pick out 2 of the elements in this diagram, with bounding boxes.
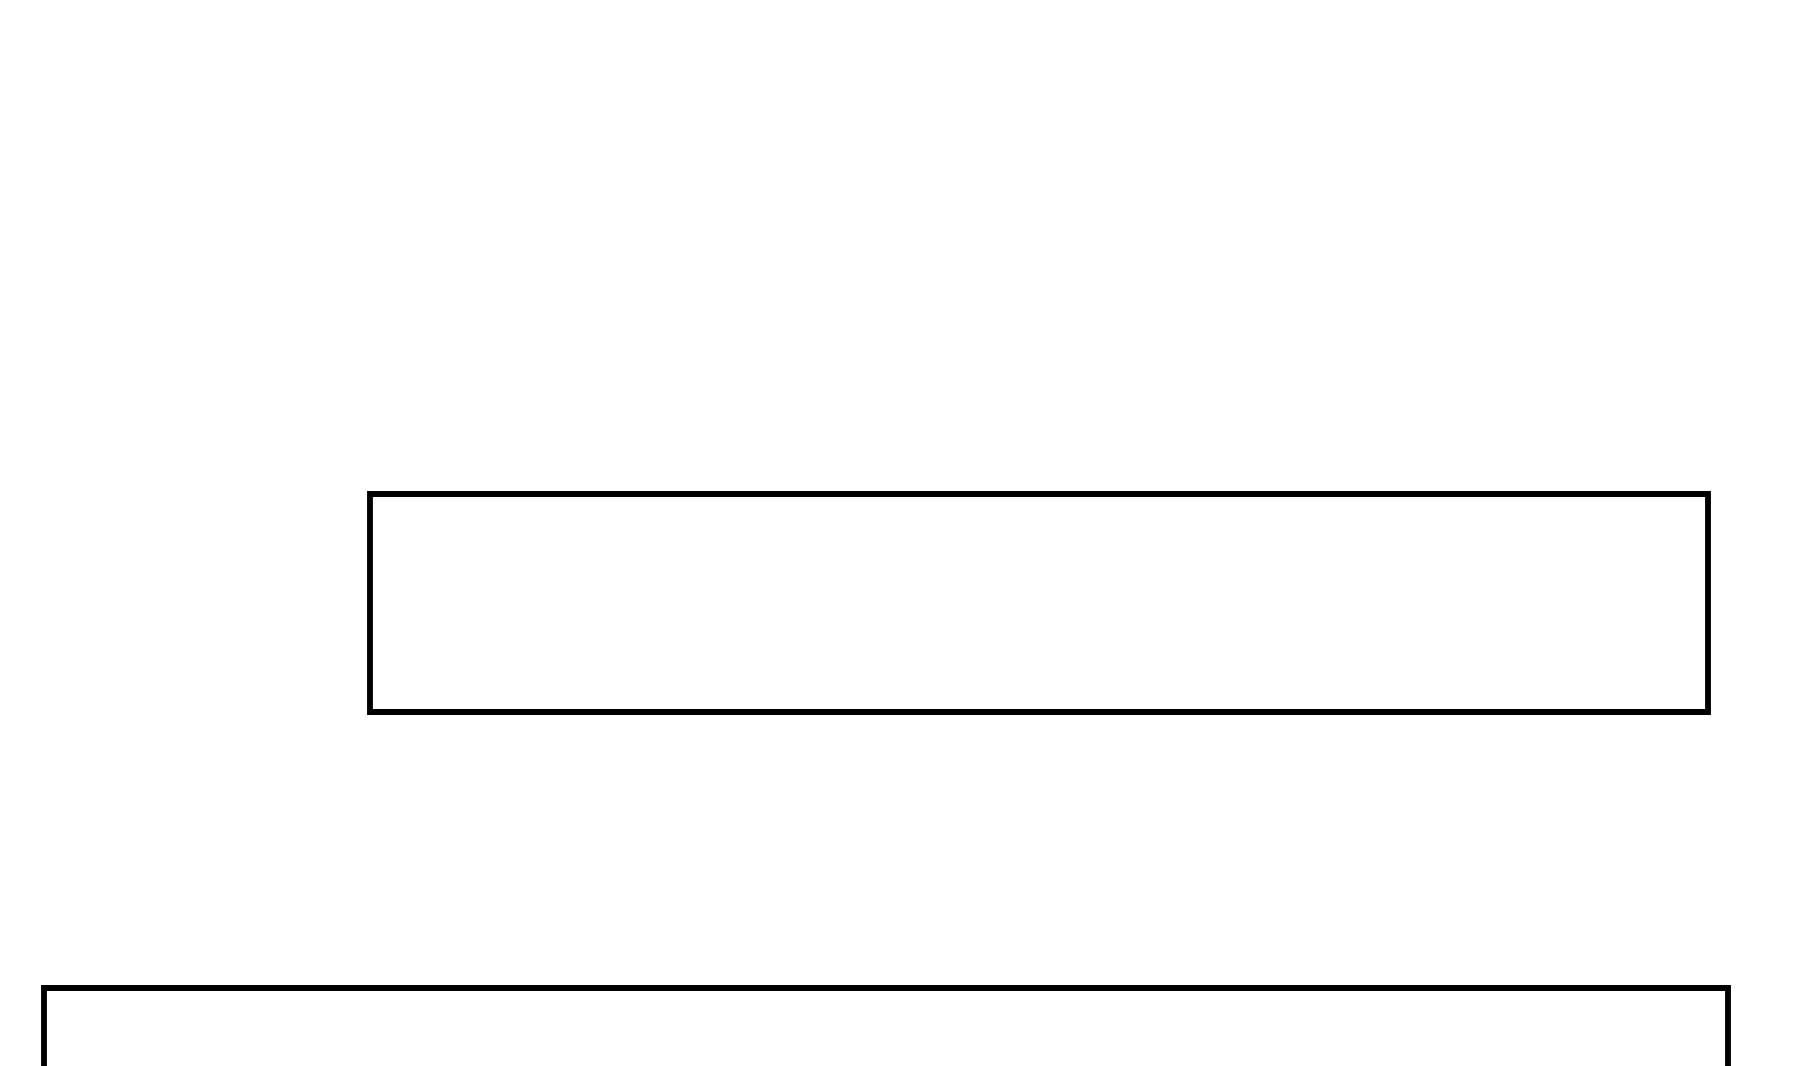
outline-box xyxy=(41,985,1731,1066)
outline-box xyxy=(367,491,1711,715)
